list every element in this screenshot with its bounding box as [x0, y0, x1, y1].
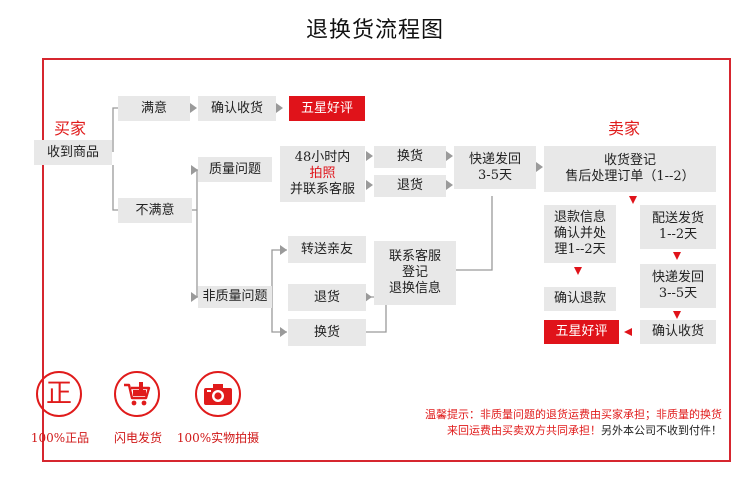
note-line2: 来回运费由买卖双方共同承担！另外本公司不收到付件！ [262, 423, 722, 439]
buyer-courier-line1: 快递发回 [468, 151, 521, 167]
contact-service-box: 联系客服 登记 退换信息 [374, 241, 456, 305]
return-box: 退货 [374, 175, 446, 197]
quality-issue-box: 质量问题 [198, 157, 272, 182]
satisfied-box: 满意 [118, 96, 190, 121]
badge-label-photo: 100%实物拍摄 [176, 431, 260, 445]
seller-five-star-box: 五星好评 [544, 320, 619, 344]
seller-confirm-receipt-box: 确认收货 [640, 320, 716, 344]
nq-exchange-box: 换货 [288, 319, 366, 346]
refund-line3: 理1--2天 [554, 242, 606, 257]
seller-courier-line2: 3--5天 [658, 286, 698, 301]
refund-line1: 退款信息 [553, 210, 606, 225]
flow-frame [42, 58, 731, 462]
buyer-label: 买家 [54, 119, 87, 138]
confirm-receipt-box: 确认收货 [198, 96, 276, 121]
exchange-box: 换货 [374, 146, 446, 168]
photo-contact-box: 48小时内 拍照 并联系客服 [280, 146, 365, 202]
note-line1: 温馨提示：非质量问题的退货运费由买家承担；非质量的换货 [425, 408, 722, 421]
five-star-review-box: 五星好评 [289, 96, 365, 121]
seller-courier-box: 快递发回 3--5天 [640, 264, 716, 308]
contact-line1: 联系客服 [388, 249, 441, 264]
buyer-courier-line2: 3-5天 [478, 167, 512, 183]
contact-line3: 退换信息 [388, 281, 441, 296]
photo-line2: 拍照 [309, 166, 336, 181]
shopping-cart-glyph [124, 382, 151, 406]
receive-goods-box: 收到商品 [34, 140, 112, 165]
gift-to-friend-box: 转送亲友 [288, 236, 366, 263]
page-title: 退换货流程图 [305, 18, 444, 43]
genuine-glyph: 正 [45, 379, 72, 409]
camera-glyph [204, 384, 232, 405]
camera-icon [195, 371, 241, 417]
ship-box: 配送发货 1--2天 [640, 205, 716, 249]
refund-info-box: 退款信息 确认并处 理1--2天 [544, 205, 616, 263]
register-line2: 售后处理订单（1--2） [565, 169, 695, 184]
seller-courier-line1: 快递发回 [651, 270, 704, 285]
unsatisfied-box: 不满意 [118, 198, 192, 223]
warm-tips-note: 温馨提示：非质量问题的退货运费由买家承担；非质量的换货 来回运费由买卖双方共同承… [262, 407, 722, 439]
ship-line1: 配送发货 [651, 211, 704, 226]
genuine-icon: 正 [36, 371, 82, 417]
confirm-refund-box: 确认退款 [544, 287, 616, 311]
note-line2-red: 来回运费由买卖双方共同承担！ [447, 424, 601, 437]
register-line1: 收货登记 [603, 153, 656, 168]
ship-line2: 1--2天 [658, 227, 698, 242]
non-quality-issue-box: 非质量问题 [198, 286, 272, 308]
contact-line2: 登记 [401, 265, 428, 280]
buyer-courier-box: 快递发回 3-5天 [454, 146, 536, 189]
seller-label: 卖家 [608, 119, 641, 138]
seller-register-box: 收货登记 售后处理订单（1--2） [544, 146, 716, 192]
refund-line2: 确认并处 [553, 226, 606, 241]
shopping-cart-icon [114, 371, 160, 417]
badge-label-genuine: 100%正品 [30, 431, 90, 445]
note-line2-black: 另外本公司不收到付件！ [601, 424, 722, 437]
badge-label-shipping: 闪电发货 [113, 431, 162, 445]
photo-line3: 并联系客服 [289, 182, 355, 197]
photo-line1: 48小时内 [294, 150, 351, 165]
nq-return-box: 退货 [288, 284, 366, 311]
